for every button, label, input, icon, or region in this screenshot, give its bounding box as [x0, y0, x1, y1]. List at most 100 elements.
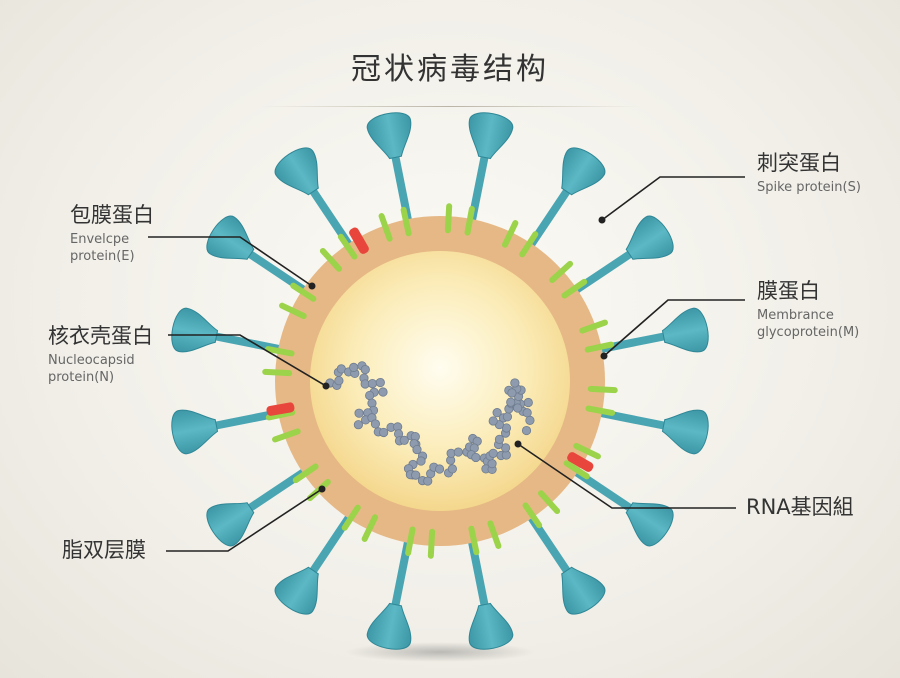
membrane-protein	[561, 278, 588, 299]
membrane-proteins	[262, 203, 618, 559]
rna-bead	[471, 452, 481, 463]
rna-bead	[525, 415, 535, 425]
label-rna-genome: RNA基因組	[746, 494, 854, 520]
leader-rna	[517, 443, 736, 509]
membrane-protein	[290, 282, 317, 302]
leader-lines	[148, 176, 745, 552]
membrane-protein	[262, 368, 293, 377]
membrane-protein	[573, 443, 601, 460]
rna-bead	[523, 397, 533, 408]
rna-bead	[506, 397, 516, 407]
rna-bead	[370, 419, 381, 429]
rna-bead	[488, 416, 498, 426]
label-membrane-en: Membrance glycoprotein(M)	[757, 308, 859, 341]
rna-bead	[447, 464, 457, 474]
rna-bead	[510, 378, 520, 388]
membrane-protein	[319, 247, 342, 272]
rna-bead	[416, 456, 426, 466]
title-divider	[260, 106, 640, 107]
leader-nucleocapsid	[168, 334, 327, 387]
label-envelope-en: Envelcpe protein(E)	[70, 232, 154, 265]
membrane-protein	[585, 405, 616, 416]
label-envelope-en-1: Envelcpe	[70, 232, 130, 248]
label-nucleocapsid-en: Nucleocapsid protein(N)	[48, 353, 153, 386]
membrane-protein	[464, 205, 475, 236]
membrane-protein	[487, 520, 502, 549]
membrane-protein	[444, 203, 453, 234]
label-envelope-zh: 包膜蛋白	[70, 203, 154, 227]
leader-envelope-dot	[308, 282, 316, 290]
rna-bead	[354, 408, 364, 418]
envelope-protein	[567, 452, 594, 472]
rna-bead	[360, 364, 370, 375]
membrane-protein	[405, 526, 416, 557]
membrane-protein	[579, 319, 608, 334]
membrane-protein	[427, 528, 436, 559]
rna-bead	[412, 444, 422, 455]
leader-membrane-dot	[600, 352, 608, 360]
envelope-protein	[349, 227, 369, 254]
membrane-protein	[361, 514, 378, 542]
membrane-protein	[563, 460, 590, 480]
leader-lipid-dot	[318, 485, 326, 493]
spike-protein	[525, 511, 606, 615]
membrane-protein	[519, 231, 539, 258]
spike-protein	[467, 537, 514, 650]
label-lipid-zh: 脂双层膜	[62, 538, 146, 562]
label-spike-en: Spike protein(S)	[757, 180, 861, 196]
membrane-protein	[292, 463, 319, 484]
rna-bead	[367, 379, 378, 389]
spike-protein	[596, 307, 709, 354]
membrane-protein	[549, 260, 574, 283]
leader-membrane	[603, 299, 745, 357]
rna-bead	[487, 459, 497, 469]
rna-genome-strand	[325, 361, 535, 486]
spike-protein	[171, 408, 284, 455]
membrane-protein	[522, 502, 543, 529]
rna-bead	[513, 403, 523, 413]
spike-protein	[366, 537, 413, 650]
membrane-protein	[279, 302, 307, 319]
envelope-protein	[266, 402, 295, 416]
membrane-protein	[468, 525, 480, 556]
membrane-protein	[272, 428, 301, 443]
rna-bead	[453, 447, 463, 457]
membrane-protein	[264, 346, 295, 357]
label-nucleocapsid-en-1: Nucleocapsid	[48, 353, 135, 369]
leader-envelope	[148, 236, 313, 287]
label-membrane-protein: 膜蛋白 Membrance glycoprotein(M)	[757, 278, 859, 341]
rna-bead	[521, 425, 532, 436]
label-spike-zh: 刺突蛋白	[757, 151, 841, 175]
rna-bead	[379, 427, 389, 438]
rna-bead	[488, 448, 498, 458]
spike-protein	[274, 147, 355, 251]
spike-protein	[596, 408, 709, 455]
page-title: 冠状病毒结构	[351, 52, 549, 87]
rna-bead	[411, 470, 421, 480]
rna-bead	[492, 408, 502, 418]
label-membrane-en-1: Membrance	[757, 308, 834, 324]
membrane-protein	[538, 490, 561, 515]
membrane-protein	[337, 233, 358, 260]
membrane-protein	[584, 341, 615, 353]
membrane-protein	[502, 220, 519, 248]
envelope-proteins	[266, 227, 594, 472]
leader-rna-dot	[514, 440, 522, 448]
label-nucleocapsid-zh: 核衣壳蛋白	[48, 324, 153, 348]
leader-nucleocapsid-dot	[322, 382, 330, 390]
rna-bead	[434, 464, 445, 474]
rna-bead	[494, 434, 505, 444]
label-nucleocapsid-en-2: protein(N)	[48, 369, 115, 385]
label-membrane-en-2: glycoprotein(M)	[757, 324, 860, 340]
membrane-protein	[400, 206, 412, 237]
label-lipid-bilayer: 脂双层膜	[62, 537, 146, 563]
label-nucleocapsid-protein: 核衣壳蛋白 Nucleocapsid protein(N)	[48, 323, 153, 386]
rna-bead	[378, 387, 388, 397]
membrane-protein	[378, 213, 393, 242]
rna-bead	[522, 408, 532, 418]
spike-protein	[570, 215, 674, 296]
spike-protein	[206, 466, 310, 547]
rna-bead	[365, 390, 375, 401]
